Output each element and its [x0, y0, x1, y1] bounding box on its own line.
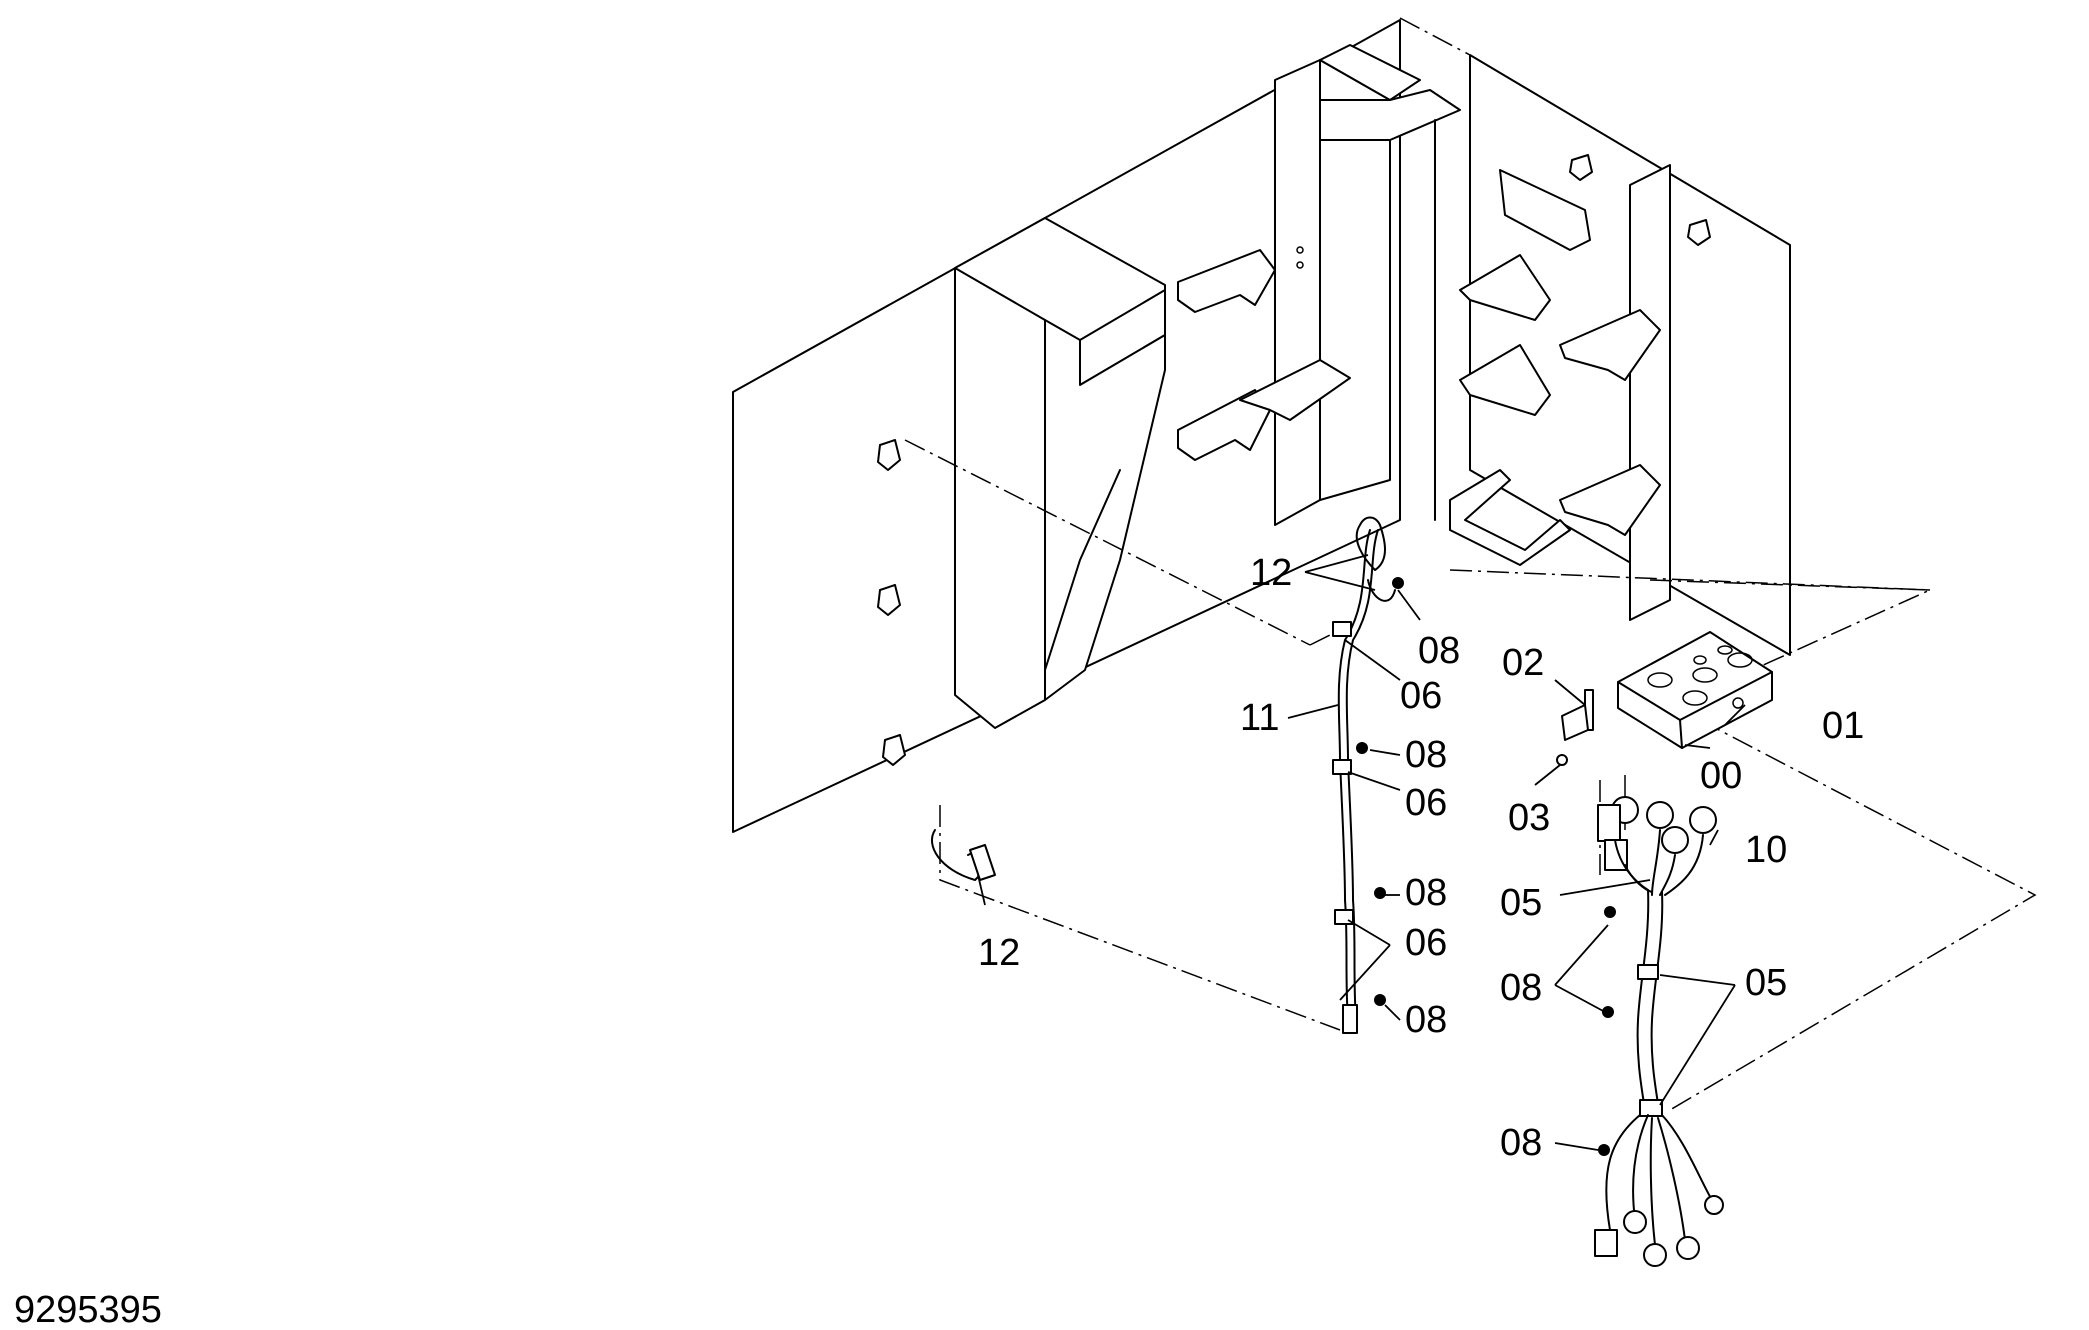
callout-08-6: 08 — [1500, 1122, 1542, 1164]
harness-10 — [1594, 796, 1724, 1267]
callout-10: 10 — [1745, 829, 1787, 871]
clamp-06-b — [1332, 759, 1352, 775]
brackets — [1177, 169, 1661, 566]
duct-front — [954, 267, 1046, 729]
callout-12-top: 12 — [1250, 552, 1292, 594]
callout-08-3: 08 — [1405, 872, 1447, 914]
bracket-1 — [1177, 249, 1276, 313]
clip-4 — [1569, 154, 1593, 181]
bracket-9 — [1559, 464, 1661, 536]
callout-11: 11 — [1240, 697, 1279, 739]
bracket-6 — [1559, 309, 1661, 381]
top-edge-dashline — [1399, 17, 1471, 56]
callout-leaders — [977, 554, 1746, 1151]
center-pillar-front — [1274, 59, 1321, 526]
bracket-8 — [1449, 469, 1571, 566]
bolt-01 — [1732, 697, 1744, 709]
clamp-05-a — [1637, 964, 1659, 980]
clamp-05-b — [1639, 1099, 1663, 1117]
callout-08-4: 08 — [1405, 999, 1447, 1041]
callout-05-2: 05 — [1745, 962, 1787, 1004]
callout-08-5: 08 — [1500, 967, 1542, 1009]
right-pillar — [1629, 164, 1671, 621]
bracket-7 — [1459, 344, 1551, 416]
bracket-3 — [1239, 359, 1351, 421]
harness-11 — [1332, 516, 1404, 1034]
clamp-06-a — [1332, 621, 1352, 637]
connector-top — [1355, 516, 1386, 571]
connector-bottom — [1342, 1004, 1358, 1034]
callout-12-bottom: 12 — [978, 932, 1020, 974]
clip-12 — [930, 829, 996, 881]
callout-03: 03 — [1508, 797, 1550, 839]
clip-3 — [882, 734, 906, 766]
callout-08-1: 08 — [1418, 630, 1460, 672]
drawing-number: 9295395 — [14, 1289, 162, 1330]
pillar-bracket — [1319, 89, 1461, 141]
callout-08-2: 08 — [1405, 734, 1447, 776]
center-pillar-top — [1319, 44, 1421, 101]
screw-03 — [1556, 754, 1568, 766]
callout-02: 02 — [1502, 642, 1544, 684]
callout-labels: 12 08 06 11 08 06 08 06 08 12 01 02 00 0… — [978, 552, 1864, 1164]
callout-06-1: 06 — [1400, 675, 1442, 717]
assembly-dashlines — [904, 439, 2037, 1111]
bracket-4 — [1499, 169, 1591, 251]
clip-2 — [877, 584, 901, 616]
callout-00: 00 — [1700, 755, 1742, 797]
bracket-5 — [1459, 254, 1551, 321]
callout-05-1: 05 — [1500, 882, 1542, 924]
callout-06-2: 06 — [1405, 782, 1447, 824]
mounting-plate — [1556, 631, 1773, 766]
callout-06-3: 06 — [1405, 922, 1447, 964]
plate-body — [1617, 631, 1773, 749]
clip-5 — [1687, 219, 1711, 246]
callout-01: 01 — [1822, 705, 1864, 747]
clip-1 — [877, 439, 901, 471]
duct-side — [1044, 319, 1166, 701]
